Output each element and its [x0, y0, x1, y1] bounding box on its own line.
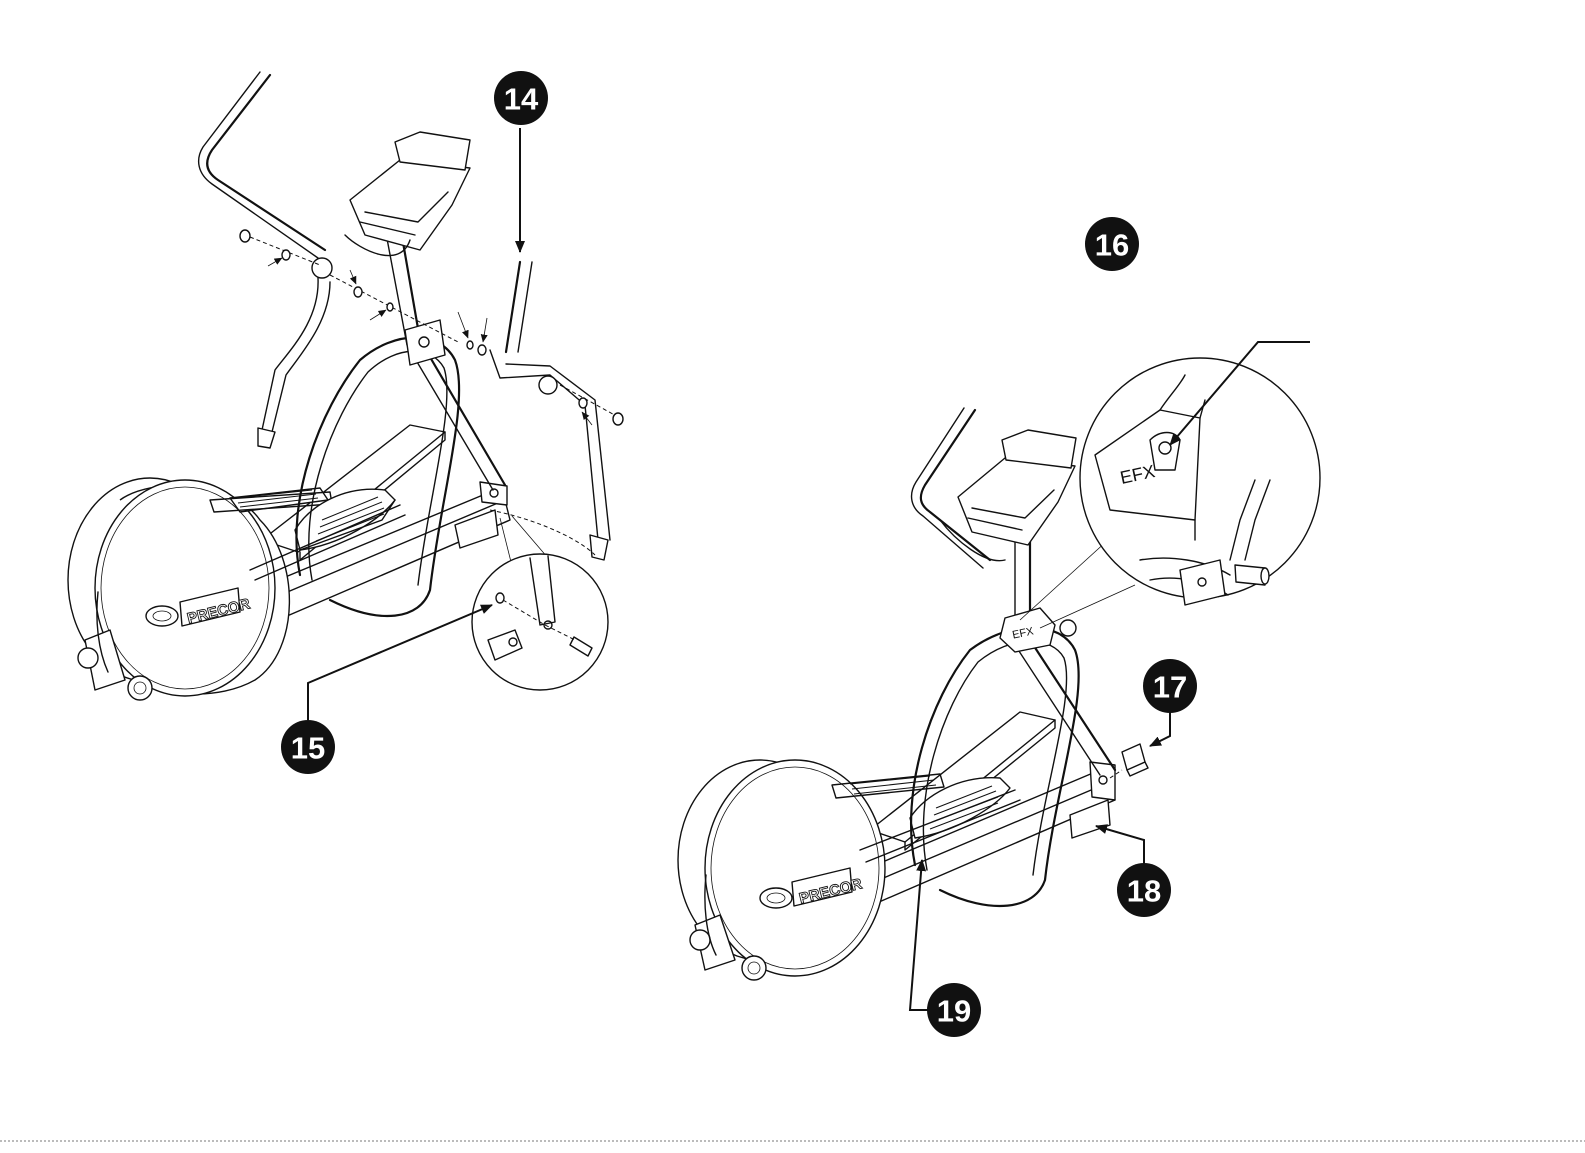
callout-17-number: 17: [1153, 670, 1187, 705]
callout-18: 18: [1117, 863, 1171, 917]
callout-16-number: 16: [1095, 228, 1129, 263]
callout-14-number: 14: [504, 82, 539, 117]
callout-17: 17: [1143, 659, 1197, 713]
callout-16: 16: [1085, 217, 1139, 271]
callout-19: 19: [927, 983, 981, 1037]
callout-19-number: 19: [937, 994, 971, 1029]
detail-inset-15: [472, 516, 608, 690]
callout-15-number: 15: [291, 731, 325, 766]
right-elliptical-machine: PRECOR: [678, 408, 1148, 980]
callout-15: 15: [281, 720, 335, 774]
callout-14: 14: [494, 71, 548, 125]
callout-18-number: 18: [1127, 874, 1161, 909]
detail-inset-16: EFX: [1020, 358, 1320, 628]
